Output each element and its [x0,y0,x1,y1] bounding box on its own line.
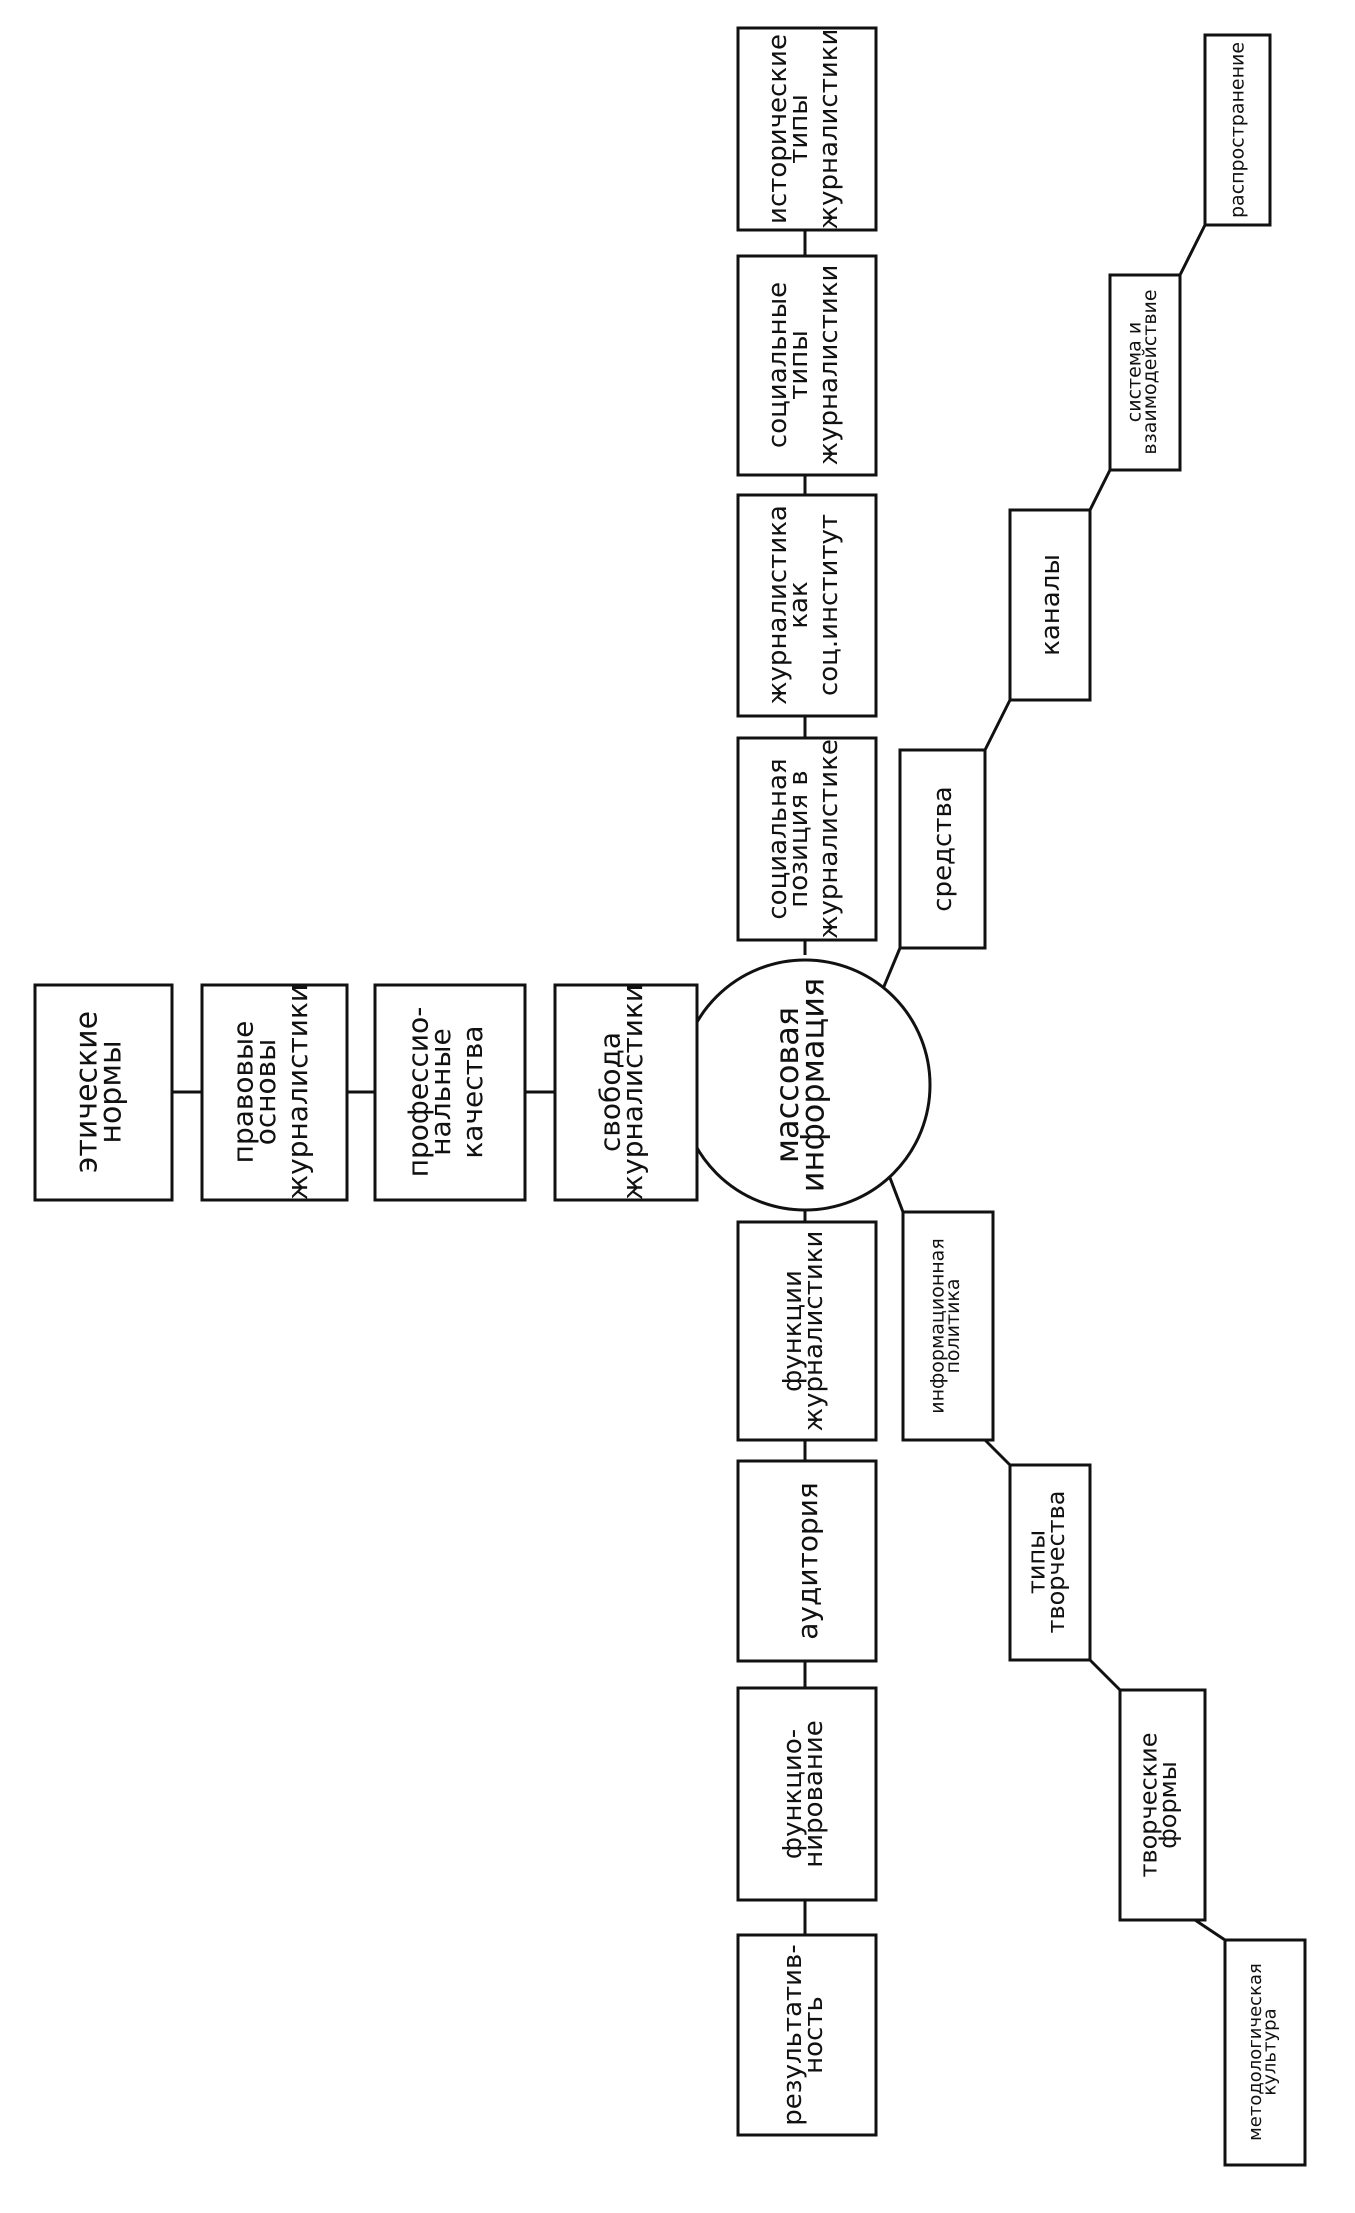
node-creativity-types-label: типытворчества [1023,1490,1070,1633]
node-channels-label: каналы [1036,554,1066,656]
node-functioning-label: функцио-нирование [778,1720,829,1867]
node-ethical-norms [33,983,174,1202]
node-professional-qualities [373,983,527,1202]
node-audience-label: аудитория [791,1482,824,1640]
node-functioning [736,1686,878,1902]
node-information-policy [901,1210,995,1442]
node-system-interaction [1108,273,1182,472]
node-historical-types-label: историческиетипыжурналистики [763,29,844,230]
node-channels [1008,508,1092,702]
node-social-types-label: социальныетипыжурналистики [763,265,844,466]
node-creative-forms-label: творческиеформы [1135,1732,1182,1877]
node-social-institution-label: журналистикакаксоц.институт [763,505,844,705]
center-label: массоваяинформация [768,978,832,1193]
node-ethical-norms-label: этическиенормы [69,1011,128,1173]
node-information-policy-label: информационнаяполитика [927,1238,964,1414]
connector-upper-branch [1088,469,1112,511]
node-historical-types [736,26,878,232]
connector-lower-branch [1088,1658,1122,1692]
node-distribution [1203,33,1272,227]
connector-lower-branch [983,1438,1012,1467]
node-creativity-types [1008,1463,1092,1662]
node-system-interaction-label: система ивзаимодействие [1124,289,1161,454]
node-methodological-culture [1223,1938,1307,2167]
node-effectiveness [736,1933,878,2137]
node-creative-forms [1118,1688,1207,1922]
node-freedom-of-journalism [553,983,699,1202]
node-social-institution [736,493,878,718]
connectors [172,224,1226,1942]
node-functions [736,1220,878,1442]
node-functions-label: функциижурналистики [778,1231,829,1432]
node-effectiveness-label: результатив-ность [778,1944,829,2125]
connector-upper-branch [983,699,1012,751]
connector-upper-branch [1178,224,1207,276]
node-legal-basis-label: правовыеосновыжурналистики [227,984,315,1200]
node-means [898,748,987,950]
node-social-position-label: социальнаяпозиция вжурналистике [763,739,844,939]
node-professional-qualities-label: профессио-нальныекачества [402,1007,490,1178]
node-audience [736,1459,878,1663]
node-social-position [736,736,878,942]
node-freedom-of-journalism-label: свободажурналистики [594,984,649,1200]
node-distribution-label: распространение [1227,42,1249,218]
connector-lower-branch [1194,1918,1226,1942]
node-social-types [736,254,878,477]
node-means-label: средства [928,786,958,911]
node-legal-basis [200,983,349,1202]
node-methodological-culture-label: методологическаякультура [1245,1963,1280,2141]
